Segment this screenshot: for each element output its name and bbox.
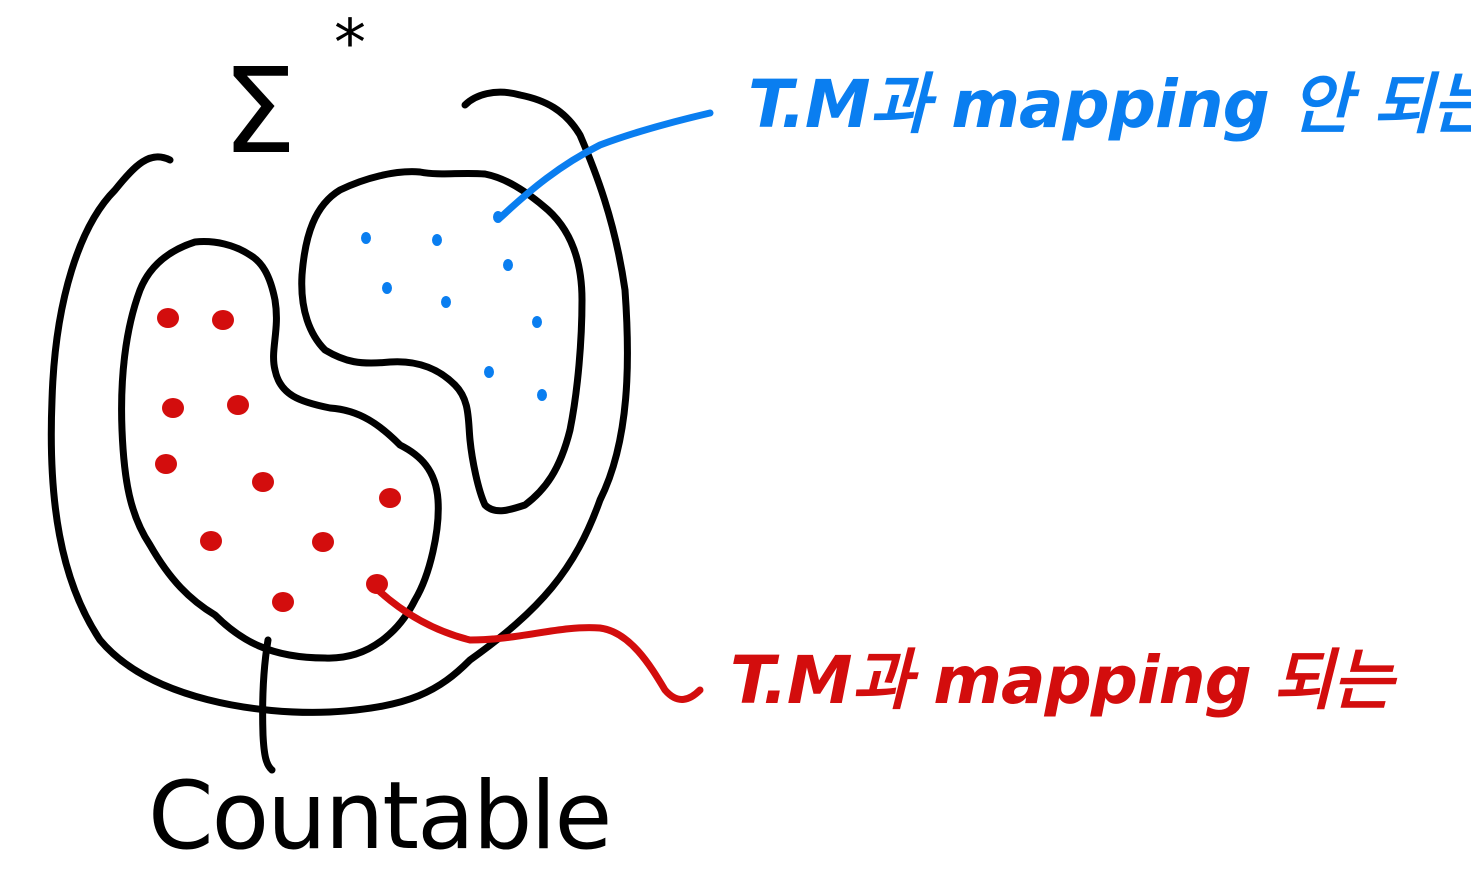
- mapped-dot: [379, 488, 401, 508]
- mapped-dot: [200, 531, 222, 551]
- unmapped-leader-line: [496, 109, 714, 222]
- mapped-label: T.M과 mapping 되는: [730, 642, 1393, 719]
- mapped-dot: [366, 574, 388, 594]
- universe-superscript: *: [334, 7, 366, 81]
- unmapped-dot: [382, 282, 392, 294]
- unmapped-dots: [361, 211, 547, 401]
- mapped-dot: [312, 532, 334, 552]
- mapped-dot: [272, 592, 294, 612]
- unmapped-dot: [432, 234, 442, 246]
- countable-label: Countable: [148, 762, 612, 871]
- unmapped-dot: [361, 232, 371, 244]
- mapped-dot: [212, 310, 234, 330]
- unmapped-dot: [532, 316, 542, 328]
- mapped-dots: [155, 308, 401, 612]
- unmapped-dot: [503, 259, 513, 271]
- universe-symbol: Σ: [222, 42, 297, 180]
- unmapped-dot: [493, 211, 503, 223]
- mapped-region-outline: [118, 238, 442, 662]
- unmapped-label: T.M과 mapping 안 되는: [748, 66, 1471, 143]
- unmapped-dot: [537, 389, 547, 401]
- mapped-dot: [227, 395, 249, 415]
- unmapped-dot: [441, 296, 451, 308]
- unmapped-region-outline: [298, 168, 586, 515]
- unmapped-dot: [484, 366, 494, 378]
- mapped-dot: [162, 398, 184, 418]
- countable-pointer: [259, 636, 276, 774]
- universe-boundary-left: [47, 88, 631, 716]
- mapped-leader-line: [374, 586, 704, 703]
- mapped-dot: [157, 308, 179, 328]
- mapped-dot: [252, 472, 274, 492]
- mapped-dot: [155, 454, 177, 474]
